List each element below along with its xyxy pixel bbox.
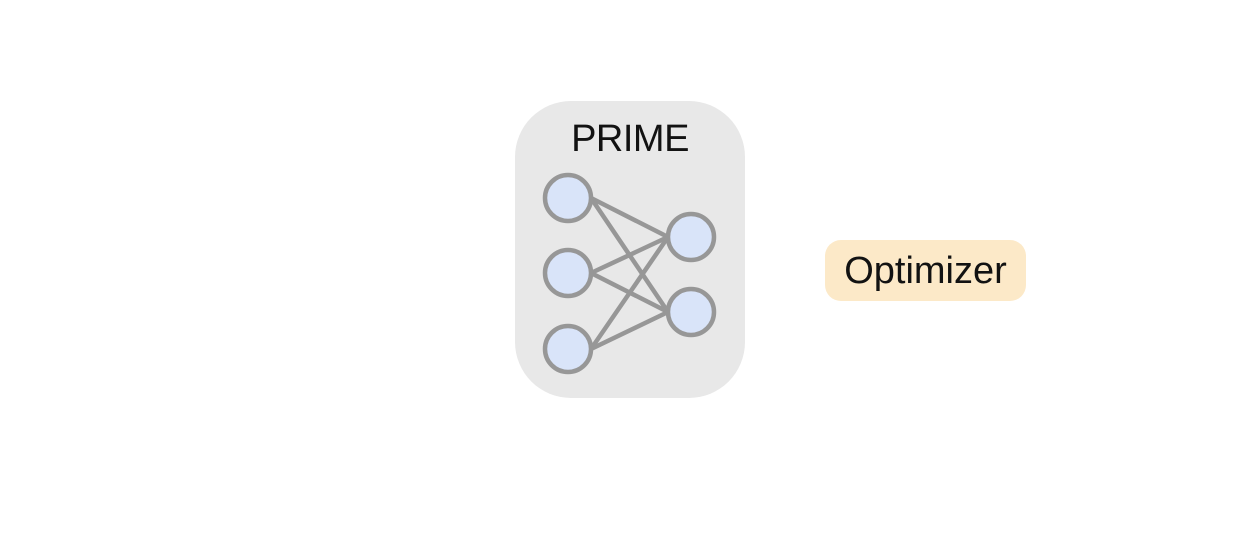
network-node xyxy=(542,247,594,299)
prime-module-label: PRIME xyxy=(571,118,689,160)
network-edge xyxy=(588,234,671,352)
network-node xyxy=(665,286,717,338)
network-edge xyxy=(588,195,671,240)
network-edge xyxy=(588,234,671,276)
network-node xyxy=(542,172,594,224)
neural-network-icon xyxy=(542,172,717,375)
optimizer-module-box: Optimizer xyxy=(825,240,1026,301)
optimizer-module-label: Optimizer xyxy=(844,249,1007,292)
network-node xyxy=(665,211,717,263)
network-node xyxy=(542,323,594,375)
network-edge xyxy=(588,309,671,352)
prime-module-box: PRIME xyxy=(515,101,745,398)
